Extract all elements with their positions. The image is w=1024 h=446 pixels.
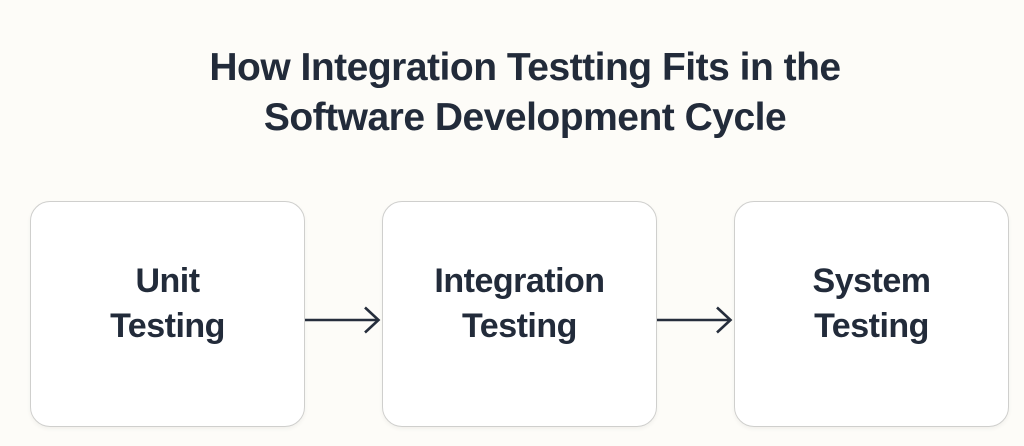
flow-connector-1 (305, 201, 382, 427)
step-label: Integration Testing (434, 259, 605, 349)
flow-row: Unit Testing Integration Testing (30, 201, 1009, 427)
title-line-1: How Integration Testting Fits in the (209, 46, 841, 89)
step-label-line-2: Testing (110, 307, 225, 345)
step-label-line-1: System (812, 262, 931, 300)
title-line-2: Software Development Cycle (263, 96, 787, 139)
flow-step-integration-testing: Integration Testing (382, 201, 657, 427)
arrow-right-icon (305, 306, 381, 334)
arrow-right-icon (657, 306, 733, 334)
step-label-line-1: Unit (135, 262, 200, 300)
step-label: System Testing (813, 259, 931, 349)
diagram-title: How Integration Testting Fits in the Sof… (13, 43, 1024, 143)
step-label-line-2: Testing (814, 307, 929, 345)
step-label-line-1: Integration (434, 262, 605, 300)
flow-connector-2 (657, 201, 734, 427)
flow-step-unit-testing: Unit Testing (30, 201, 305, 427)
step-label: Unit Testing (110, 259, 225, 349)
step-label-line-2: Testing (462, 307, 577, 345)
flow-step-system-testing: System Testing (734, 201, 1009, 427)
